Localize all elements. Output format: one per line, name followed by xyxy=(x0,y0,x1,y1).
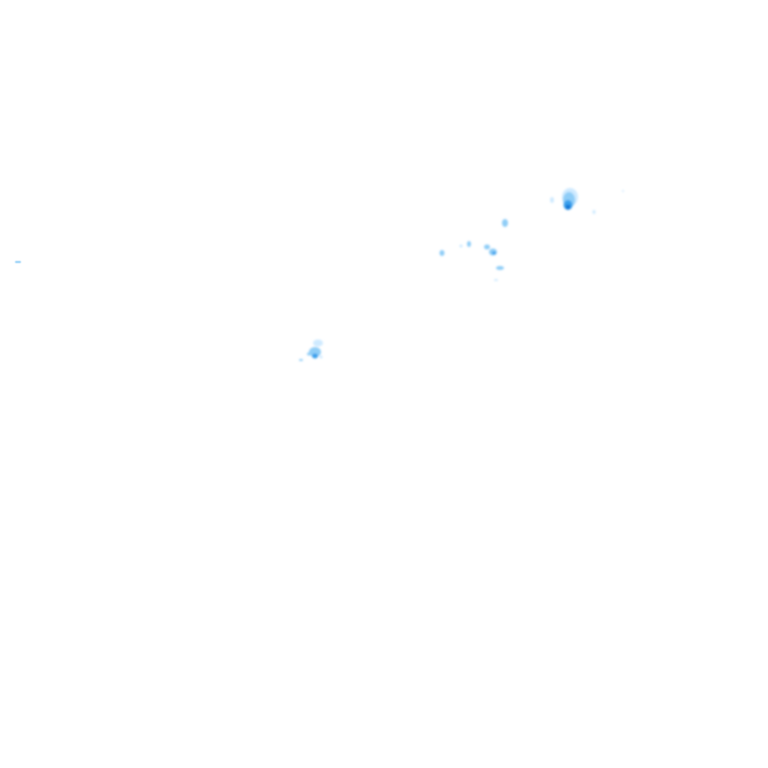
echo-cell-northeast xyxy=(550,188,624,214)
echo-cell-west xyxy=(15,261,21,263)
echo-cell-southwest xyxy=(299,339,323,361)
echo-cell-central xyxy=(439,219,508,281)
